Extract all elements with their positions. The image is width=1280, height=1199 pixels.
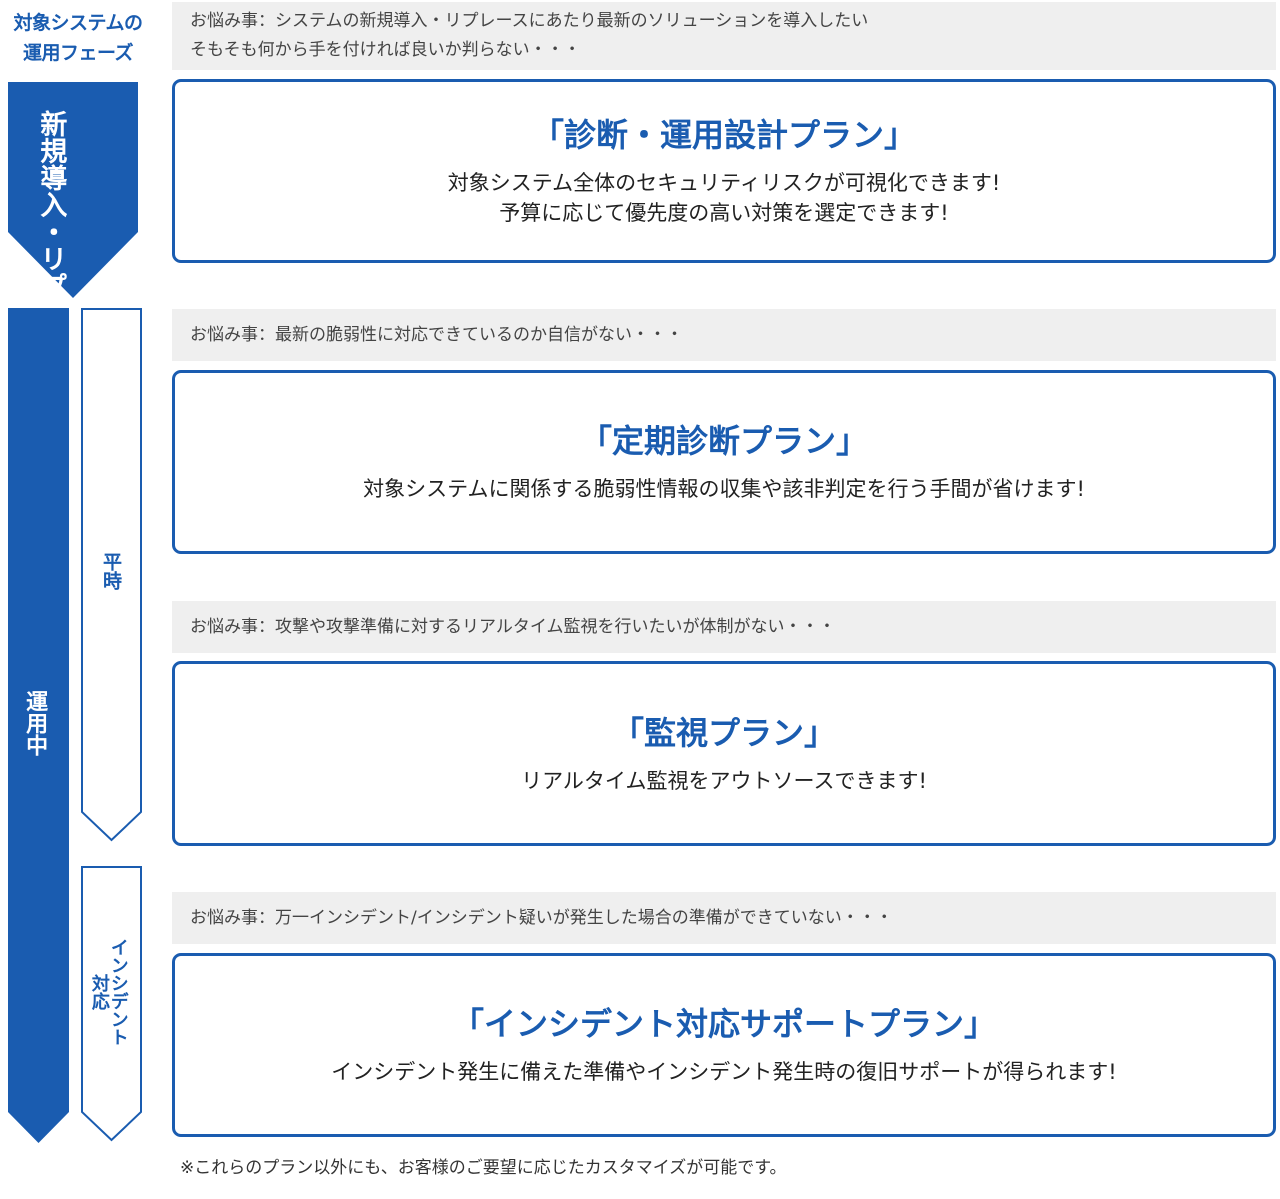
plan-card-periodic-diagnosis: 「定期診断プラン」 対象システムに関係する脆弱性情報の収集や該非判定を行う手間が… xyxy=(172,370,1276,554)
plan-card-incident-support: 「インシデント対応サポートプラン」 インシデント発生に備えた準備やインシデント発… xyxy=(172,953,1276,1137)
concern-box-1: お悩み事：システムの新規導入・リプレースにあたり最新のソリューションを導入したい… xyxy=(172,2,1276,70)
phase-label-in-operation: 運用中 xyxy=(22,690,48,756)
plan-card-monitoring: 「監視プラン」 リアルタイム監視をアウトソースできます! xyxy=(172,661,1276,846)
concern-box-2: お悩み事：最新の脆弱性に対応できているのか自信がない・・・ xyxy=(172,309,1276,361)
concern-text-1b: そもそも何から手を付ければ良いか判らない・・・ xyxy=(190,40,581,60)
concern-text-4: お悩み事：万一インシデント/インシデント疑いが発生した場合の準備ができていない・… xyxy=(190,907,893,928)
phase-arrow-in-operation-shape xyxy=(8,308,69,1143)
concern-text-1a: お悩み事：システムの新規導入・リプレースにあたり最新のソリューションを導入したい xyxy=(190,11,869,31)
plan-desc-3: リアルタイム監視をアウトソースできます! xyxy=(521,768,927,793)
footnote: ※これらのプラン以外にも、お客様のご要望に応じたカスタマイズが可能です。 xyxy=(180,1158,787,1178)
concern-text-3: お悩み事：攻撃や攻撃準備に対するリアルタイム監視を行いたいが体制がない・・・ xyxy=(190,616,836,637)
plan-title-4: 「インシデント対応サポートプラン」 xyxy=(451,1005,996,1043)
plan-card-diagnosis-design: 「診断・運用設計プラン」 対象システム全体のセキュリティリスクが可視化できます!… xyxy=(172,79,1276,263)
concern-box-3: お悩み事：攻撃や攻撃準備に対するリアルタイム監視を行いたいが体制がない・・・ xyxy=(172,601,1276,653)
phase-arrow-incident-shape xyxy=(81,866,142,1142)
phase-header-line2: 運用フェーズ xyxy=(22,42,134,64)
plan-desc-1a: 対象システム全体のセキュリティリスクが可視化できます! xyxy=(447,171,1001,195)
phase-label-incident-line2: 対応 xyxy=(88,974,110,1010)
plan-desc-1b: 予算に応じて優先度の高い対策を選定できます! xyxy=(499,201,949,225)
phase-arrow-new-replace-shape xyxy=(8,82,138,298)
plan-title-3: 「監視プラン」 xyxy=(611,713,836,752)
phase-header-line1: 対象システムの xyxy=(13,12,143,34)
phase-arrow-normal-shape xyxy=(81,308,142,842)
plan-desc-4: インシデント発生に備えた準備やインシデント発生時の復旧サポートが得られます! xyxy=(331,1060,1117,1084)
phase-label-incident-line1: インシデント xyxy=(107,938,129,1046)
plan-desc-2: 対象システムに関係する脆弱性情報の収集や該非判定を行う手間が省けます! xyxy=(363,477,1085,501)
phase-header: 対象システムの 運用フェーズ xyxy=(0,8,156,68)
concern-box-4: お悩み事：万一インシデント/インシデント疑いが発生した場合の準備ができていない・… xyxy=(172,892,1276,944)
plan-title-2: 「定期診断プラン」 xyxy=(579,422,868,460)
phase-label-normal: 平時 xyxy=(99,552,122,590)
plan-title-1: 「診断・運用設計プラン」 xyxy=(531,116,916,154)
phase-label-incident: インシデント 対応 xyxy=(88,938,129,1046)
concern-text-2: お悩み事：最新の脆弱性に対応できているのか自信がない・・・ xyxy=(190,324,683,345)
